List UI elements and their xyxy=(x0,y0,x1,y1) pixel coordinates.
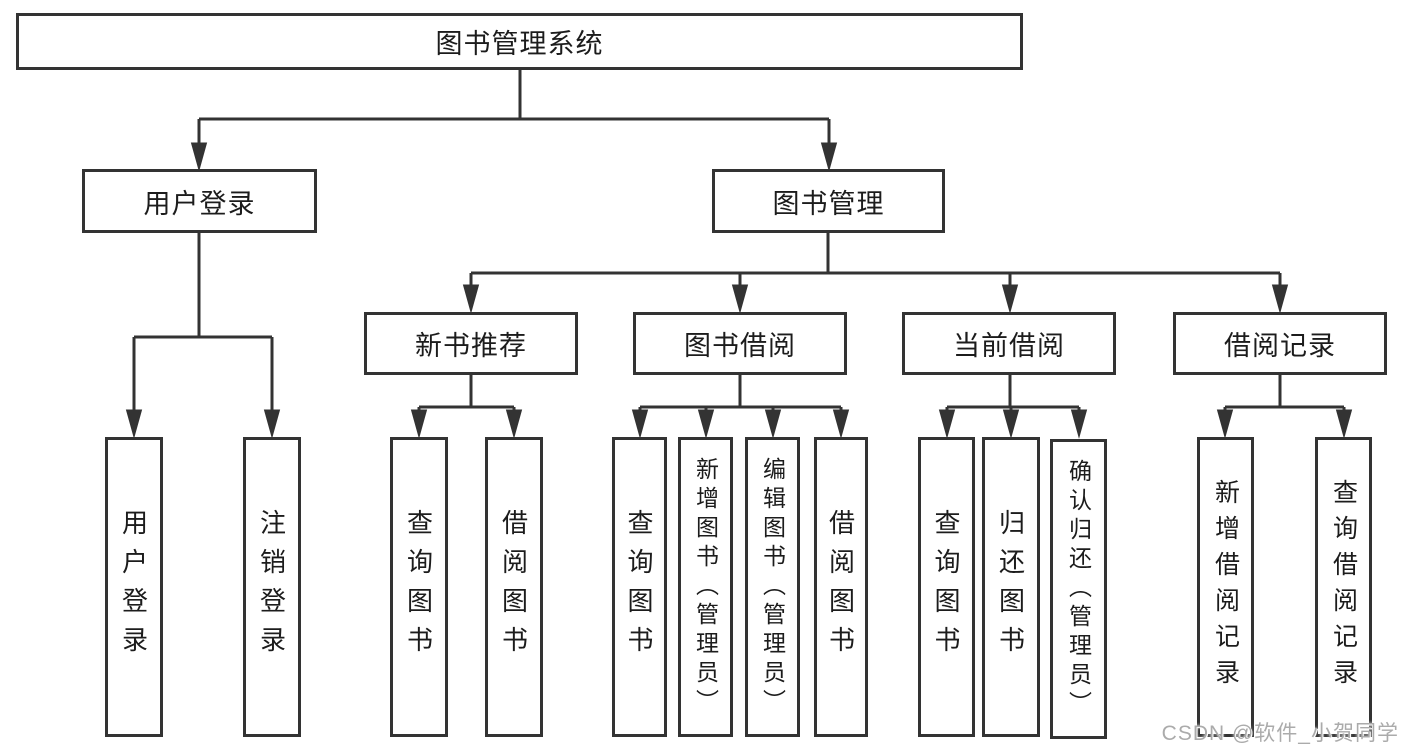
arrow-down-icon xyxy=(938,409,956,439)
leaf-borrow-books-2: 借阅图书 xyxy=(814,437,868,737)
leaf-confirm-return-admin: 确认归还（管理员） xyxy=(1050,439,1107,739)
connector-line xyxy=(1223,375,1346,412)
node-book-management: 图书管理 xyxy=(712,169,945,233)
arrow-down-icon xyxy=(820,142,838,172)
arrow-down-icon xyxy=(190,142,208,172)
connector-line xyxy=(197,69,831,144)
arrow-down-icon xyxy=(1001,284,1019,314)
arrow-down-icon xyxy=(1216,409,1234,439)
node-user-login: 用户登录 xyxy=(82,169,317,233)
arrow-down-icon xyxy=(1271,284,1289,314)
leaf-query-borrow-record: 查询借阅记录 xyxy=(1315,437,1372,737)
leaf-logout: 注销登录 xyxy=(243,437,301,737)
arrow-down-icon xyxy=(410,409,428,439)
arrow-down-icon xyxy=(1335,409,1353,439)
arrow-down-icon xyxy=(462,284,480,314)
arrow-down-icon xyxy=(832,409,850,439)
node-borrowing-records: 借阅记录 xyxy=(1173,312,1387,375)
node-new-book-recommendation: 新书推荐 xyxy=(364,312,578,375)
arrow-down-icon xyxy=(263,409,281,439)
arrow-down-icon xyxy=(731,284,749,314)
connector-current-borrowing-to-children xyxy=(938,375,1088,439)
arrow-down-icon xyxy=(1002,409,1020,439)
connector-user-login-to-children xyxy=(125,233,281,439)
connector-line xyxy=(469,233,1282,287)
arrow-down-icon xyxy=(125,409,143,439)
leaf-user-login: 用户登录 xyxy=(105,437,163,737)
connector-line xyxy=(132,233,274,412)
connector-root-to-level2 xyxy=(190,69,838,172)
leaf-query-books-2: 查询图书 xyxy=(612,437,667,737)
connector-borrowing-records-to-children xyxy=(1216,375,1353,439)
connector-book-management-to-sections xyxy=(462,233,1289,314)
connector-new-book-recommendation-to-children xyxy=(410,375,523,439)
watermark: CSDN @软件_小贺同学 xyxy=(1161,722,1399,745)
arrow-down-icon xyxy=(764,409,782,439)
connector-line xyxy=(945,375,1081,412)
arrow-down-icon xyxy=(697,409,715,439)
leaf-return-books: 归还图书 xyxy=(982,437,1040,737)
connector-line xyxy=(417,375,516,412)
node-library-system: 图书管理系统 xyxy=(16,13,1023,70)
leaf-edit-book-admin: 编辑图书（管理员） xyxy=(745,437,800,737)
leaf-query-books-1: 查询图书 xyxy=(390,437,448,737)
arrow-down-icon xyxy=(631,409,649,439)
connector-line xyxy=(638,375,843,412)
leaf-add-book-admin: 新增图书（管理员） xyxy=(678,437,733,737)
node-current-borrowing: 当前借阅 xyxy=(902,312,1116,375)
node-book-borrowing: 图书借阅 xyxy=(633,312,847,375)
leaf-borrow-books-1: 借阅图书 xyxy=(485,437,543,737)
leaf-query-books-3: 查询图书 xyxy=(918,437,975,737)
arrow-down-icon xyxy=(1070,409,1088,439)
connector-book-borrowing-to-children xyxy=(631,375,850,439)
leaf-add-borrow-record: 新增借阅记录 xyxy=(1197,437,1254,737)
arrow-down-icon xyxy=(505,409,523,439)
